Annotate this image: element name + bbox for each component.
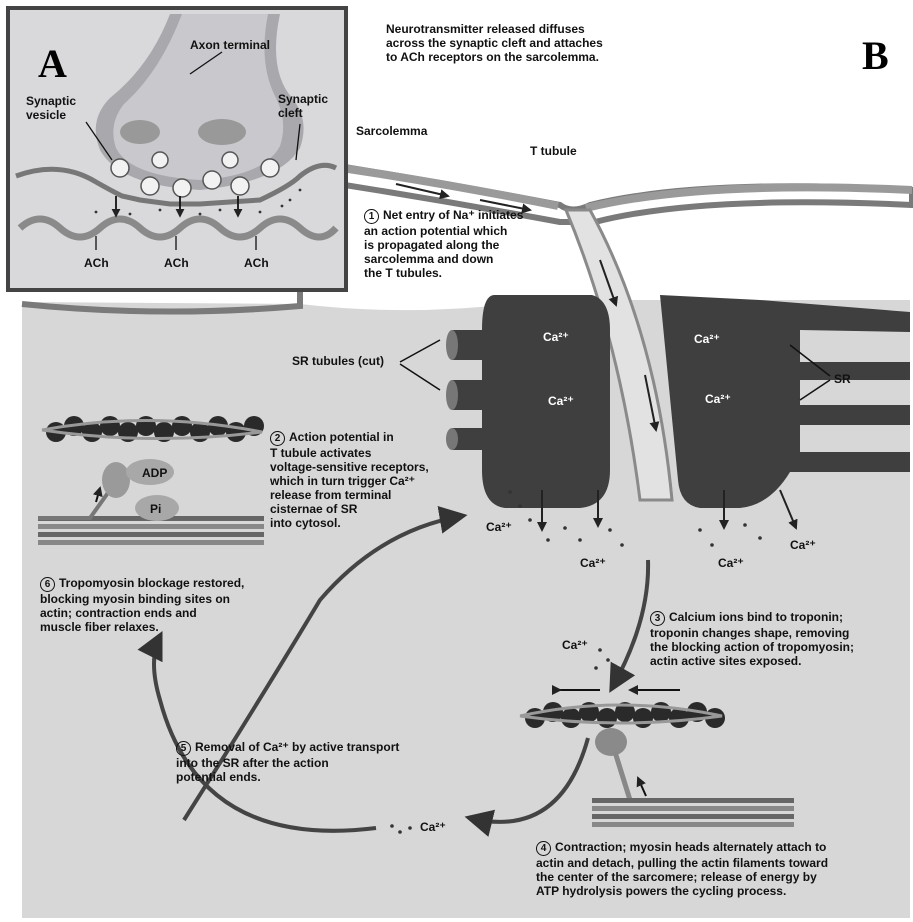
sr-tubule-end-3 (446, 428, 458, 450)
sr-tubule-end-1 (446, 330, 458, 360)
adp-label: ADP (142, 466, 167, 480)
ca-label-sr-1: Ca²⁺ (543, 330, 569, 344)
step-6-number: 6 (40, 577, 55, 592)
synaptic-vesicle-label: Synaptic vesicle (26, 94, 76, 122)
sarcolemma-label: Sarcolemma (356, 124, 427, 138)
ca-label-5: Ca²⁺ (486, 520, 512, 534)
ca-label-6: Ca²⁺ (580, 556, 606, 570)
synaptic-cleft-label: Synaptic cleft (278, 92, 328, 120)
ca-label-sr-4: Ca²⁺ (705, 392, 731, 406)
panel-label-a: A (38, 40, 67, 87)
intro-text: Neurotransmitter released diffuses acros… (386, 22, 603, 64)
step-1-number: 1 (364, 209, 379, 224)
ach-label-1: ACh (84, 256, 109, 270)
step-5-number: 5 (176, 741, 191, 756)
sr-tubule-end-2 (446, 380, 458, 410)
axon-terminal-label: Axon terminal (190, 38, 270, 52)
ach-label-3: ACh (244, 256, 269, 270)
panel-label-b: B (862, 32, 889, 79)
ca-label-sr-2: Ca²⁺ (548, 394, 574, 408)
sr-label: SR (834, 372, 851, 386)
sr-tubules-label: SR tubules (cut) (292, 354, 384, 368)
step-3-number: 3 (650, 611, 665, 626)
step-2-number: 2 (270, 431, 285, 446)
ca-label-8: Ca²⁺ (790, 538, 816, 552)
step-4-text: Contraction; myosin heads alternately at… (536, 840, 828, 898)
step-5-text: Removal of Ca²⁺ by active transport into… (176, 740, 399, 784)
step-4-number: 4 (536, 841, 551, 856)
ach-label-2: ACh (164, 256, 189, 270)
pi-label: Pi (150, 502, 161, 516)
ca-label-sr-3: Ca²⁺ (694, 332, 720, 346)
step-2-text: Action potential in T tubule activates v… (270, 430, 429, 530)
ca-label-7: Ca²⁺ (718, 556, 744, 570)
step-6-text: Tropomyosin blockage restored, blocking … (40, 576, 244, 634)
ca-label-9: Ca²⁺ (562, 638, 588, 652)
step-3-text: Calcium ions bind to troponin; troponin … (650, 610, 854, 668)
ca-label-10: Ca²⁺ (420, 820, 446, 834)
step-1-text: Net entry of Na⁺ initiates an action pot… (364, 208, 523, 280)
t-tubule-label: T tubule (530, 144, 577, 158)
